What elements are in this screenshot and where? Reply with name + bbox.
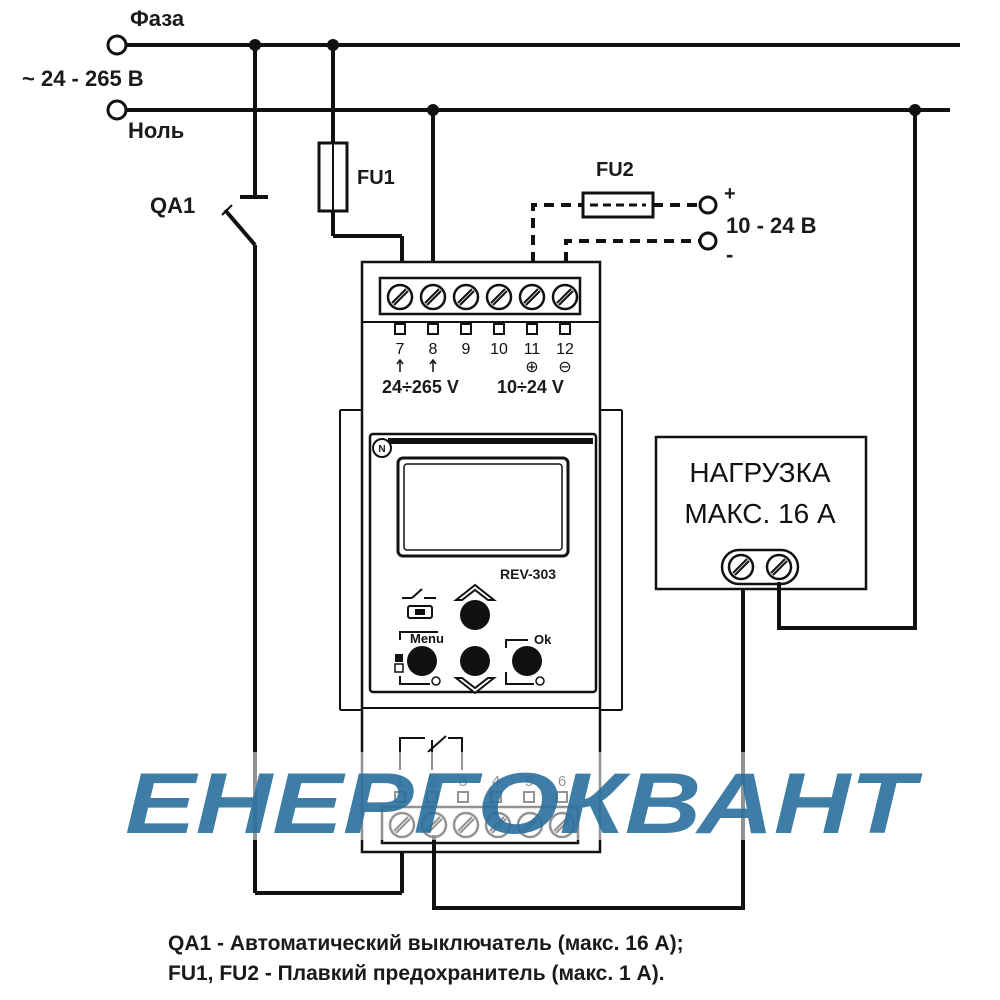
lcd-display [396, 456, 570, 558]
terminal-12-label: 12 [556, 341, 574, 358]
up-button[interactable] [460, 600, 490, 630]
phase-label: Фаза [130, 6, 185, 31]
model-label: REV-303 [500, 566, 556, 582]
voltage-label: ~ 24 - 265 В [22, 66, 144, 91]
top-screws [386, 283, 579, 311]
relay-switch-icon [402, 588, 436, 619]
dc-minus-label: - [726, 242, 733, 267]
up-arrow-icon [453, 583, 497, 601]
supply-lines [106, 34, 960, 121]
brand-logo [372, 438, 392, 458]
ok-label: Ok [534, 632, 552, 647]
fu2-fuse [531, 191, 718, 262]
fu1-fuse [317, 45, 404, 262]
legend-line-2: FU1, FU2 - Плавкий предохранитель (макс.… [168, 962, 665, 985]
dc-plus-terminal [698, 195, 718, 215]
neutral-terminal [106, 99, 128, 121]
load-max-current: МАКС. 16 А [684, 498, 836, 529]
dc-minus-terminal [698, 231, 718, 251]
terminal-10-label: 10 [490, 341, 508, 358]
down-button[interactable] [460, 646, 490, 676]
load-block [654, 435, 868, 591]
watermark-text: ЕНЕРГОКВАНТ [125, 756, 923, 852]
fu1-label: FU1 [357, 167, 395, 189]
dc-plus-label: + [724, 183, 736, 205]
terminal-9-label: 9 [462, 341, 471, 358]
dc-voltage-label: 10 - 24 В [726, 213, 817, 238]
phase-terminal [106, 34, 128, 56]
plus-symbol: ⊕ [525, 357, 538, 376]
legend-line-1: QA1 - Автоматический выключатель (макс. … [168, 932, 684, 955]
svg-text:N: N [378, 444, 385, 455]
terminal-11-label: 11 [524, 341, 541, 358]
menu-label: Menu [410, 631, 444, 646]
down-arrow-icon [453, 677, 497, 695]
supply-dc-label: 10÷24 V [497, 377, 564, 397]
terminal-7-label: 7 [396, 341, 405, 358]
ok-button[interactable] [512, 646, 542, 676]
fu2-label: FU2 [596, 159, 634, 181]
supply-ac-label: 24÷265 V [382, 377, 459, 397]
neutral-label: Ноль [128, 118, 184, 143]
minus-symbol: ⊖ [558, 357, 571, 376]
qa1-label: QA1 [150, 193, 195, 218]
menu-button[interactable] [407, 646, 437, 676]
watermark-band [32, 752, 968, 840]
load-title: НАГРУЗКА [689, 457, 831, 488]
terminal-8-label: 8 [429, 341, 438, 358]
